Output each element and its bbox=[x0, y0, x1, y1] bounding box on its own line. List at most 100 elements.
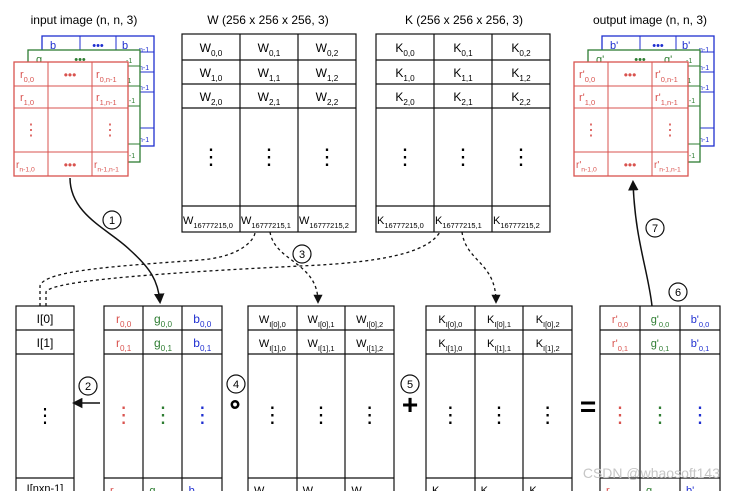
w-selected-vdots: ⋮ bbox=[261, 402, 283, 427]
input-green-side: n-1 bbox=[125, 153, 135, 160]
k-table-vdots: ⋮ bbox=[452, 144, 474, 169]
output-green-side: n-1 bbox=[685, 98, 695, 105]
output-green-side: -1 bbox=[686, 58, 692, 65]
w-selected-cell: WI[0],1 bbox=[308, 314, 335, 329]
k-selected-cell: KI[1],2 bbox=[536, 338, 560, 353]
k-table-title: K (256 x 256 x 256, 3) bbox=[405, 13, 523, 27]
input-green-cell: g bbox=[36, 54, 42, 66]
w-selected-column bbox=[247, 305, 395, 491]
output-blue-side: n-1 bbox=[699, 47, 709, 54]
step-marker-2: 2 bbox=[78, 376, 98, 396]
w-table-cell: W0,1 bbox=[258, 41, 281, 58]
svg-text:5: 5 bbox=[407, 379, 413, 391]
w-table-cell: W2,2 bbox=[316, 90, 339, 107]
k-selected-cell: KI[1],0 bbox=[438, 338, 462, 353]
k-selected-cell-last: K bbox=[432, 485, 440, 491]
rgb-column-cell-last: b bbox=[189, 485, 195, 491]
output-column-cell: g'0,1 bbox=[651, 338, 670, 353]
input-green-ellipsis: ••• bbox=[74, 54, 86, 66]
index-cell-last: I[nxn-1] bbox=[27, 483, 64, 491]
output-blue-cell: b' bbox=[610, 40, 618, 52]
input-red-ellipsis: ••• bbox=[64, 158, 77, 172]
svg-text:4: 4 bbox=[233, 379, 239, 391]
k-table-cell: K2,0 bbox=[395, 90, 415, 107]
step-marker-6: 6 bbox=[668, 282, 688, 302]
plus-operator: + bbox=[402, 389, 418, 420]
rgb-column-cell-last: g bbox=[149, 485, 155, 491]
rgb-column-vdots: ⋮ bbox=[191, 402, 213, 427]
rgb-column bbox=[103, 305, 223, 491]
k-table-cell: K0,2 bbox=[511, 41, 531, 58]
w-selected-cell: WI[1],0 bbox=[259, 338, 286, 353]
w-table-cell: W1,1 bbox=[258, 66, 281, 83]
output-green-cell: g' bbox=[596, 54, 604, 66]
rgb-column-cell: g0,0 bbox=[154, 312, 172, 329]
input-blue-side: n-1 bbox=[139, 85, 149, 92]
w-selected-cell: WI[1],2 bbox=[356, 338, 383, 353]
input-green-side: n-1 bbox=[125, 98, 135, 105]
output-blue-side: n-1 bbox=[699, 137, 709, 144]
input-blue-ellipsis: ••• bbox=[92, 40, 104, 52]
output-column-cell: b'0,1 bbox=[691, 338, 710, 353]
hadamard-operator: ∘ bbox=[227, 389, 243, 419]
k-table-cell: K1,1 bbox=[453, 66, 473, 83]
index-vdots: ⋮ bbox=[35, 405, 55, 427]
svg-text:2: 2 bbox=[85, 381, 91, 393]
w-table-vdots: ⋮ bbox=[258, 144, 280, 169]
output-column-cell: g'0,0 bbox=[651, 314, 670, 329]
arrow-step-7 bbox=[628, 179, 653, 307]
w-table-cell-last: W16777215,2 bbox=[299, 215, 349, 230]
k-selected-cell: KI[1],1 bbox=[487, 338, 511, 353]
k-table-cell: K1,0 bbox=[395, 66, 415, 83]
output-column-cell: r'0,1 bbox=[612, 338, 628, 353]
rgb-column-cell: r0,0 bbox=[116, 312, 132, 329]
dashed-link-k bbox=[45, 231, 441, 306]
w-table-cell: W1,0 bbox=[200, 66, 223, 83]
input-red-vdots: ⋮ bbox=[102, 122, 118, 139]
index-cell: I[0] bbox=[37, 312, 54, 326]
input-image-title: input image (n, n, 3) bbox=[31, 13, 138, 27]
dashed-link-w bbox=[39, 231, 256, 306]
w-table-cell: W2,0 bbox=[200, 90, 223, 107]
input-red-ellipsis: ••• bbox=[64, 68, 77, 82]
output-red-vdots: ⋮ bbox=[662, 122, 678, 139]
equals-operator: = bbox=[580, 391, 596, 422]
w-selected-cell-last: W bbox=[254, 485, 265, 491]
w-table-vdots: ⋮ bbox=[316, 144, 338, 169]
output-green-cell: g' bbox=[664, 54, 672, 66]
input-blue-side: n-1 bbox=[139, 47, 149, 54]
output-column-cell-last: b' bbox=[686, 485, 694, 491]
output-red-ellipsis: ••• bbox=[624, 68, 637, 82]
w-table-cell: W0,0 bbox=[200, 41, 223, 58]
w-selected-cell-last: W bbox=[303, 485, 314, 491]
rgb-column-cell: g0,1 bbox=[154, 336, 172, 353]
input-blue-side: n-1 bbox=[139, 65, 149, 72]
k-selected-vdots: ⋮ bbox=[439, 402, 461, 427]
input-blue-side: n-1 bbox=[139, 137, 149, 144]
k-selected-cell: KI[0],2 bbox=[536, 314, 560, 329]
rgb-column-cell: r0,1 bbox=[116, 336, 132, 353]
index-cell: I[1] bbox=[37, 336, 54, 350]
w-table-cell: W1,2 bbox=[316, 66, 339, 83]
k-table-cell-last: K16777215,0 bbox=[377, 215, 424, 230]
w-table-cell-last: W16777215,1 bbox=[241, 215, 291, 230]
rgb-column-vdots: ⋮ bbox=[152, 402, 174, 427]
w-selected-cell: WI[0],2 bbox=[356, 314, 383, 329]
input-blue-cell: b bbox=[50, 40, 56, 52]
output-column-vdots: ⋮ bbox=[609, 402, 631, 427]
k-table-vdots: ⋮ bbox=[394, 144, 416, 169]
arrow-step-1 bbox=[69, 177, 165, 305]
output-column-cell-last: r bbox=[606, 485, 610, 491]
w-table-cell: W0,2 bbox=[316, 41, 339, 58]
output-column-cell-last: g bbox=[646, 485, 652, 491]
k-table-cell-last: K16777215,1 bbox=[435, 215, 482, 230]
output-red-layer: r'0,0 ••• r'0,n-1 r'1,0 r'1,n-1 ⋮ ⋮ r'n-… bbox=[573, 61, 689, 177]
output-blue-ellipsis: ••• bbox=[652, 40, 664, 52]
k-selected-cell: KI[0],1 bbox=[487, 314, 511, 329]
svg-text:1: 1 bbox=[109, 215, 115, 227]
